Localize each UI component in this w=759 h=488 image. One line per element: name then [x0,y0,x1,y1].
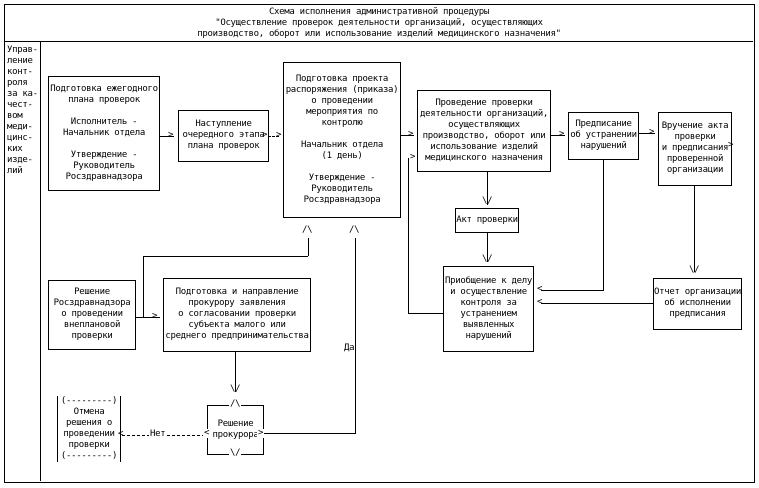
sidebar-divider-line [40,42,41,481]
arrow-down-icon: \/ [482,196,493,206]
connector-inspection-to-prescription [551,135,565,136]
connector-inspection-to-act [487,172,488,205]
arrow-up-icon: /\ [302,225,313,235]
connector-yes-path-v [355,238,356,434]
decision-bottom-notch-icon: \/ [229,448,242,458]
box-act-handover: Вручение акта проверки и предписания про… [658,112,732,186]
connector-request-to-prosecutor [235,352,236,392]
connector-decision-to-request [136,317,160,318]
box-prosecutor-request: Подготовка и направление прокурору заявл… [163,278,311,352]
connector-prescription-to-handover [639,133,655,134]
box-prosecutor-decision: Решение прокурора [207,405,264,455]
connector-act-to-case [487,233,488,262]
cancel-box-text: Отмена решения о проведении проверки [63,407,115,450]
box-inspection: Проведение проверки деятельности организ… [417,90,551,172]
arrow-right-icon: > [649,127,655,137]
arrow-down-icon: \/ [689,265,700,275]
arrow-right-icon: > [276,130,282,140]
arrow-left-icon: < [537,297,543,307]
box-inspection-act: Акт проверки [455,208,519,233]
arrow-down-icon: \/ [482,254,493,264]
arrow-down-icon: \/ [230,384,241,394]
connector-case-loop-h [408,313,443,314]
arrow-left-icon: < [118,429,124,439]
cancel-box-bottom-border: (---------) [60,451,118,461]
arrow-left-icon: < [537,284,543,294]
arrow-right-icon: > [410,152,416,162]
connector-case-loop-v [408,158,409,314]
connector-decision-branch-v1 [143,256,144,317]
arrow-right-icon: > [262,130,268,140]
arrow-right-icon: > [152,311,158,321]
decision-right-notch-icon: > [257,428,265,438]
arrow-up-icon: /\ [349,225,360,235]
cancel-box-top-border: (---------) [60,396,118,406]
arrow-exit-right-icon: > [728,140,734,150]
arrow-right-icon: > [559,129,565,139]
decision-top-notch-icon: /\ [229,399,242,409]
diagram-title: Схема исполнения административной процед… [197,7,561,39]
box-draft-order: Подготовка проекта распоряжения (приказа… [283,62,401,218]
connector-yes-path-h [264,433,355,434]
arrow-right-icon: > [408,129,414,139]
connector-decision-branch-h [143,256,308,257]
arrow-right-icon: > [168,130,174,140]
connector-handover-to-report [694,186,695,272]
connector-decision-branch-v2 [308,238,309,256]
connector-order-to-inspection [401,135,414,136]
box-prescription: Предписание об устранении нарушений [568,112,639,160]
connector-report-to-case [541,303,653,304]
box-case-control: Приобщение к делу и осуществление контро… [443,266,534,352]
box-org-report: Отчет организации об исполнении предписа… [653,278,742,330]
diagram-outer-frame [4,4,755,483]
title-divider-line [5,41,753,42]
box-cancel-decision: (---------) Отмена решения о проведении … [57,396,121,462]
box-unscheduled-decision: Решение Росздравнадзора о проведении вне… [48,280,136,350]
label-no: Нет [149,429,167,440]
decision-left-notch-icon: < [203,428,211,438]
box-annual-plan: Подготовка ежегодного плана проверок Исп… [48,76,160,191]
connector-prescription-to-case-v [603,160,604,291]
sidebar-department-label: Управ- ление конт- роля за ка- чест- вом… [7,45,38,176]
connector-prescription-to-case-h [541,290,604,291]
connector-stage-to-order [268,136,279,137]
connector-plan-to-stage [160,136,174,137]
label-yes: Да [343,343,356,354]
box-next-stage: Наступление очередного этапа плана прове… [178,110,269,162]
